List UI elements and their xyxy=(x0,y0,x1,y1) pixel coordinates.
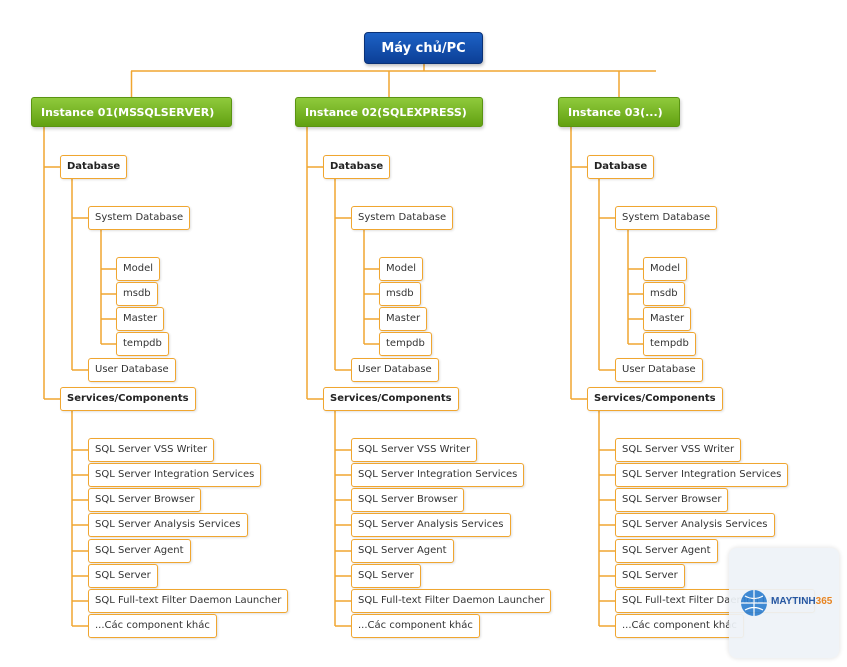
watermark-brand: MAYTINH365 xyxy=(771,596,832,607)
globe-logo-icon xyxy=(741,590,767,616)
watermark-brand-number: 365 xyxy=(815,596,833,607)
services-components-node: Services/Components xyxy=(323,387,459,411)
maytinh365-watermark: MAYTINH365 xyxy=(729,548,839,658)
system-db-item: Master xyxy=(643,307,692,331)
service-item: SQL Server xyxy=(351,564,421,588)
services-components-node: Services/Components xyxy=(587,387,723,411)
instance-node-1: Instance 01(MSSQLSERVER) xyxy=(31,97,232,127)
system-database-node: System Database xyxy=(615,206,718,230)
system-db-item: Model xyxy=(643,257,688,281)
instance-node-3: Instance 03(...) xyxy=(558,97,680,127)
system-db-item: msdb xyxy=(116,282,158,306)
service-item: SQL Server VSS Writer xyxy=(88,438,215,462)
service-item: SQL Server Agent xyxy=(615,539,718,563)
system-db-item: Model xyxy=(379,257,424,281)
services-components-node: Services/Components xyxy=(60,387,196,411)
system-db-item: tempdb xyxy=(379,332,432,356)
database-node: Database xyxy=(60,155,128,179)
service-item: SQL Server xyxy=(88,564,158,588)
service-item: SQL Full-text Filter Daemon Launcher xyxy=(351,589,552,613)
service-item: SQL Full-text Filter Daemon Launcher xyxy=(88,589,289,613)
system-db-item: tempdb xyxy=(116,332,169,356)
database-node: Database xyxy=(323,155,391,179)
service-item: SQL Server xyxy=(615,564,685,588)
service-item: SQL Server Integration Services xyxy=(615,463,789,487)
service-item: SQL Server Agent xyxy=(351,539,454,563)
database-node: Database xyxy=(587,155,655,179)
service-item: ...Các component khác xyxy=(351,614,480,638)
system-db-item: Master xyxy=(116,307,165,331)
system-db-item: Master xyxy=(379,307,428,331)
root-node-server-pc: Máy chủ/PC xyxy=(364,32,483,64)
service-item: SQL Server Agent xyxy=(88,539,191,563)
instance-node-2: Instance 02(SQLEXPRESS) xyxy=(295,97,483,127)
service-item: SQL Server Browser xyxy=(615,488,729,512)
system-db-item: msdb xyxy=(643,282,685,306)
user-database-node: User Database xyxy=(351,358,439,382)
system-db-item: msdb xyxy=(379,282,421,306)
watermark-brand-text: MAYTINH xyxy=(771,596,816,607)
service-item: ...Các component khác xyxy=(88,614,217,638)
service-item: SQL Server Analysis Services xyxy=(351,513,511,537)
service-item: SQL Server Analysis Services xyxy=(88,513,248,537)
service-item: SQL Server VSS Writer xyxy=(615,438,742,462)
service-item: SQL Server Integration Services xyxy=(351,463,525,487)
system-db-item: tempdb xyxy=(643,332,696,356)
service-item: SQL Server Analysis Services xyxy=(615,513,775,537)
system-database-node: System Database xyxy=(88,206,191,230)
service-item: SQL Server VSS Writer xyxy=(351,438,478,462)
system-database-node: System Database xyxy=(351,206,454,230)
user-database-node: User Database xyxy=(615,358,703,382)
service-item: SQL Server Integration Services xyxy=(88,463,262,487)
service-item: ...Các component khác xyxy=(615,614,744,638)
service-item: SQL Server Browser xyxy=(351,488,465,512)
user-database-node: User Database xyxy=(88,358,176,382)
service-item: SQL Server Browser xyxy=(88,488,202,512)
system-db-item: Model xyxy=(116,257,161,281)
